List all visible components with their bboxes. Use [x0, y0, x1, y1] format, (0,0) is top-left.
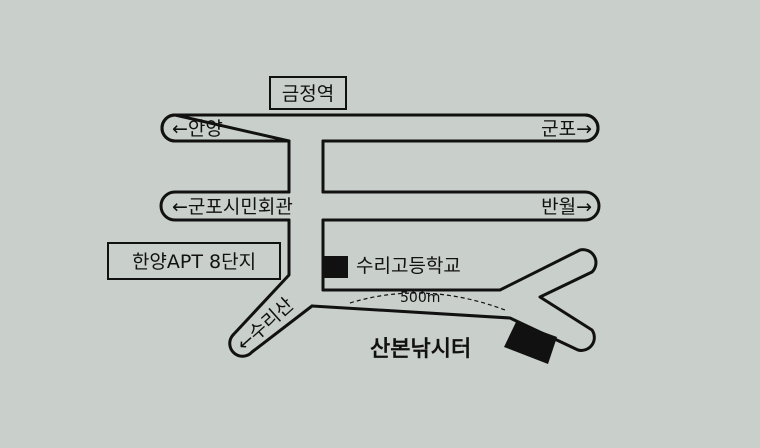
school-label: 수리고등학교 — [356, 255, 461, 277]
distance-label: 500m — [400, 290, 440, 306]
road-suri-branch — [228, 304, 314, 358]
mid-road-left-label: ←군포시민회관 — [172, 196, 293, 218]
distance-arc — [349, 292, 506, 311]
destination-label: 산본낚시터 — [370, 337, 471, 362]
apartment-label: 한양APT 8단지 — [132, 251, 256, 273]
station-label: 금정역 — [282, 83, 334, 105]
road-lower-main — [310, 248, 598, 352]
station-box — [269, 76, 347, 110]
destination-marker — [504, 322, 557, 364]
road-middle — [159, 190, 601, 222]
road-top-outline — [160, 113, 600, 143]
mid-road-right-label: 반월→ — [541, 196, 592, 218]
apartment-box — [107, 242, 281, 280]
school-marker — [324, 256, 348, 278]
road-vertical-lower-left — [231, 218, 291, 337]
top-road-right-label: 군포→ — [541, 118, 592, 140]
top-road-left-label: ←안양 — [172, 118, 223, 140]
